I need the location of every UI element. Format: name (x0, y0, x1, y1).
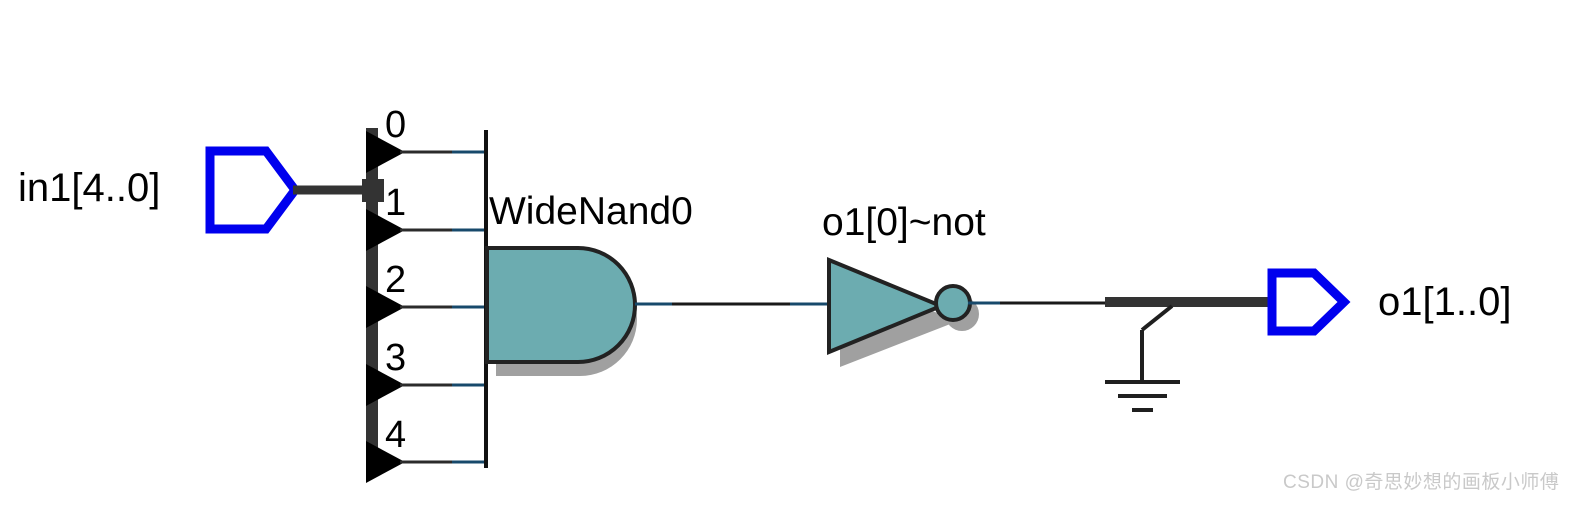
nand-gate-label: WideNand0 (489, 190, 693, 233)
splitter-tap-1 (366, 209, 487, 251)
not-gate-bubble-icon (934, 284, 972, 322)
nand-gate-widenand0[interactable] (485, 246, 637, 376)
input-port-shape[interactable] (205, 146, 301, 234)
tap-arrow-icon (366, 209, 405, 251)
splitter-tap-3 (366, 364, 487, 406)
ground-diagonal-lead (1140, 304, 1174, 332)
splitter-tap-label-4: 4 (385, 414, 407, 456)
not-gate-o1-0[interactable] (827, 257, 979, 367)
output-port-label: o1[1..0] (1378, 280, 1512, 324)
tap-arrow-icon (366, 364, 405, 406)
output-port-shape[interactable] (1267, 268, 1351, 336)
output-port-symbol[interactable] (1267, 268, 1351, 336)
splitter-tap-label-0: 0 (385, 104, 407, 146)
tap-arrow-icon (366, 286, 405, 328)
splitter-tap-label-1: 1 (385, 182, 407, 224)
not-gate-label: o1[0]~not (822, 201, 986, 244)
ground-symbol[interactable] (1105, 304, 1180, 412)
tap-arrow-icon (366, 441, 405, 483)
splitter-tap-0 (366, 131, 487, 173)
splitter-tap-label-3: 3 (385, 337, 407, 379)
not-gate-triangle[interactable] (827, 257, 947, 355)
watermark-text: CSDN @奇思妙想的画板小师傅 (1283, 472, 1560, 493)
tap-arrow-icon (366, 131, 405, 173)
nand-gate-body[interactable] (485, 246, 637, 364)
input-port-label: in1[4..0] (18, 166, 161, 210)
input-port-symbol[interactable] (205, 146, 301, 234)
splitter-tap-4 (366, 441, 487, 483)
splitter-tap-2 (366, 286, 487, 328)
splitter-tap-label-2: 2 (385, 259, 407, 301)
